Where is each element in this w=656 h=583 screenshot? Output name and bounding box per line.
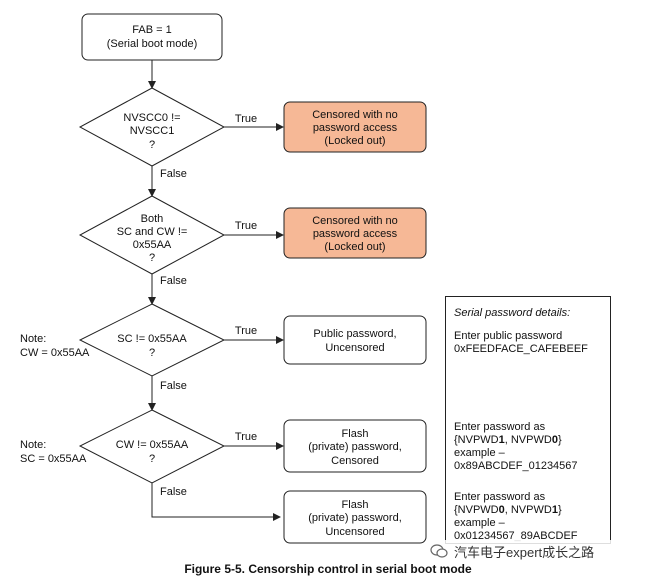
- censored-password-group: Enter password as {NVPWD1, NVPWD0} examp…: [454, 421, 578, 473]
- start-line1: FAB = 1: [132, 24, 171, 36]
- public-password-value: 0xFEEDFACE_CAFEBEEF: [454, 343, 588, 355]
- label-false-1: False: [160, 168, 187, 180]
- decision-nvscc: [78, 87, 226, 167]
- label-false-3: False: [160, 380, 187, 392]
- note-d3-line2: CW = 0x55AA: [20, 347, 90, 359]
- flash-censored-line1: Flash: [342, 428, 369, 440]
- wechat-icon: [430, 544, 448, 558]
- decision-nvscc-line2: NVSCC1: [130, 125, 175, 137]
- flash-censored-line2: (private) password,: [308, 441, 402, 453]
- password-details-heading: Serial password details:: [454, 307, 571, 319]
- locked2-line3: (Locked out): [324, 241, 385, 253]
- decision-sc-cw-line1: Both: [141, 213, 164, 225]
- uncensored-pair: {NVPWD0, NVPWD1}: [454, 504, 578, 517]
- locked2-line2: password access: [313, 228, 398, 240]
- note-d3-line1: Note:: [20, 333, 46, 345]
- flash-uncensored-box: [283, 490, 427, 544]
- pair-first-index: 1: [498, 434, 505, 446]
- flash-uncensored-line2: (private) password,: [308, 512, 402, 524]
- uncensored-example-value: 0x01234567_89ABCDEF: [454, 530, 578, 542]
- pair-second-index: 1: [551, 504, 558, 516]
- uncensored-password-group: Enter password as {NVPWD0, NVPWD1} examp…: [454, 491, 578, 543]
- locked1-line3: (Locked out): [324, 135, 385, 147]
- decision-sc-and-cw: [78, 195, 226, 275]
- censored-example-label: example –: [454, 447, 505, 459]
- decision-nvscc-line1: NVSCC0 !=: [123, 112, 180, 124]
- locked1-line2: password access: [313, 122, 398, 134]
- decision-sc-line1: SC != 0x55AA: [117, 333, 187, 345]
- flash-uncensored-line1: Flash: [342, 499, 369, 511]
- start-box: [81, 13, 223, 61]
- pair-sep: , NVPWD: [504, 434, 552, 446]
- pair-sep: , NVPWD: [504, 504, 552, 516]
- flash-censored-line3: Censored: [331, 455, 379, 467]
- label-false-4: False: [160, 486, 187, 498]
- pair-close: }: [557, 434, 562, 446]
- decision-cw-line1: CW != 0x55AA: [116, 439, 189, 451]
- decision-cw: [78, 409, 226, 484]
- locked-out-box-2: [283, 207, 427, 259]
- censored-example-value: 0x89ABCDEF_01234567: [454, 460, 578, 472]
- pair-second-index: 0: [551, 434, 558, 446]
- flash-censored-box: [283, 419, 427, 473]
- public-password-box: [283, 315, 427, 365]
- decision-sc-cw-line3: 0x55AA: [133, 239, 172, 251]
- label-true-2: True: [235, 220, 257, 232]
- figure-caption: Figure 5-5. Censorship control in serial…: [184, 562, 472, 576]
- decision-sc-cw-line2: SC and CW !=: [117, 226, 188, 238]
- decision-nvscc-line3: ?: [149, 139, 155, 151]
- watermark: 汽车电子expert成长之路: [430, 540, 636, 562]
- locked-out-box-1: [283, 101, 427, 153]
- decision-sc: [78, 303, 226, 377]
- password-details-panel: Serial password details: Enter public pa…: [445, 296, 611, 544]
- label-true-3: True: [235, 325, 257, 337]
- note-d4-line2: SC = 0x55AA: [20, 453, 87, 465]
- decision-sc-cw-line4: ?: [149, 252, 155, 264]
- locked2-line1: Censored with no: [312, 215, 398, 227]
- decision-sc-line2: ?: [149, 347, 155, 359]
- label-false-2: False: [160, 275, 187, 287]
- label-true-1: True: [235, 113, 257, 125]
- locked1-line1: Censored with no: [312, 109, 398, 121]
- pair-close: }: [557, 504, 562, 516]
- label-true-4: True: [235, 431, 257, 443]
- decision-cw-line2: ?: [149, 453, 155, 465]
- public-line1: Public password,: [313, 328, 396, 340]
- flash-uncensored-line3: Uncensored: [325, 526, 384, 538]
- watermark-text: 汽车电子expert成长之路: [454, 544, 595, 560]
- public-line2: Uncensored: [325, 342, 384, 354]
- pair-open: {NVPWD: [454, 434, 499, 446]
- uncensored-instruction: Enter password as: [454, 491, 546, 503]
- arrow-d4-to-flash-uncensored: [151, 483, 281, 521]
- uncensored-example-label: example –: [454, 517, 505, 529]
- pair-first-index: 0: [498, 504, 505, 516]
- start-line2: (Serial boot mode): [107, 38, 198, 50]
- note-d4-line1: Note:: [20, 439, 46, 451]
- censored-pair: {NVPWD1, NVPWD0}: [454, 434, 578, 447]
- censored-instruction: Enter password as: [454, 421, 546, 433]
- pair-open: {NVPWD: [454, 504, 499, 516]
- public-password-instruction: Enter public password: [454, 330, 563, 342]
